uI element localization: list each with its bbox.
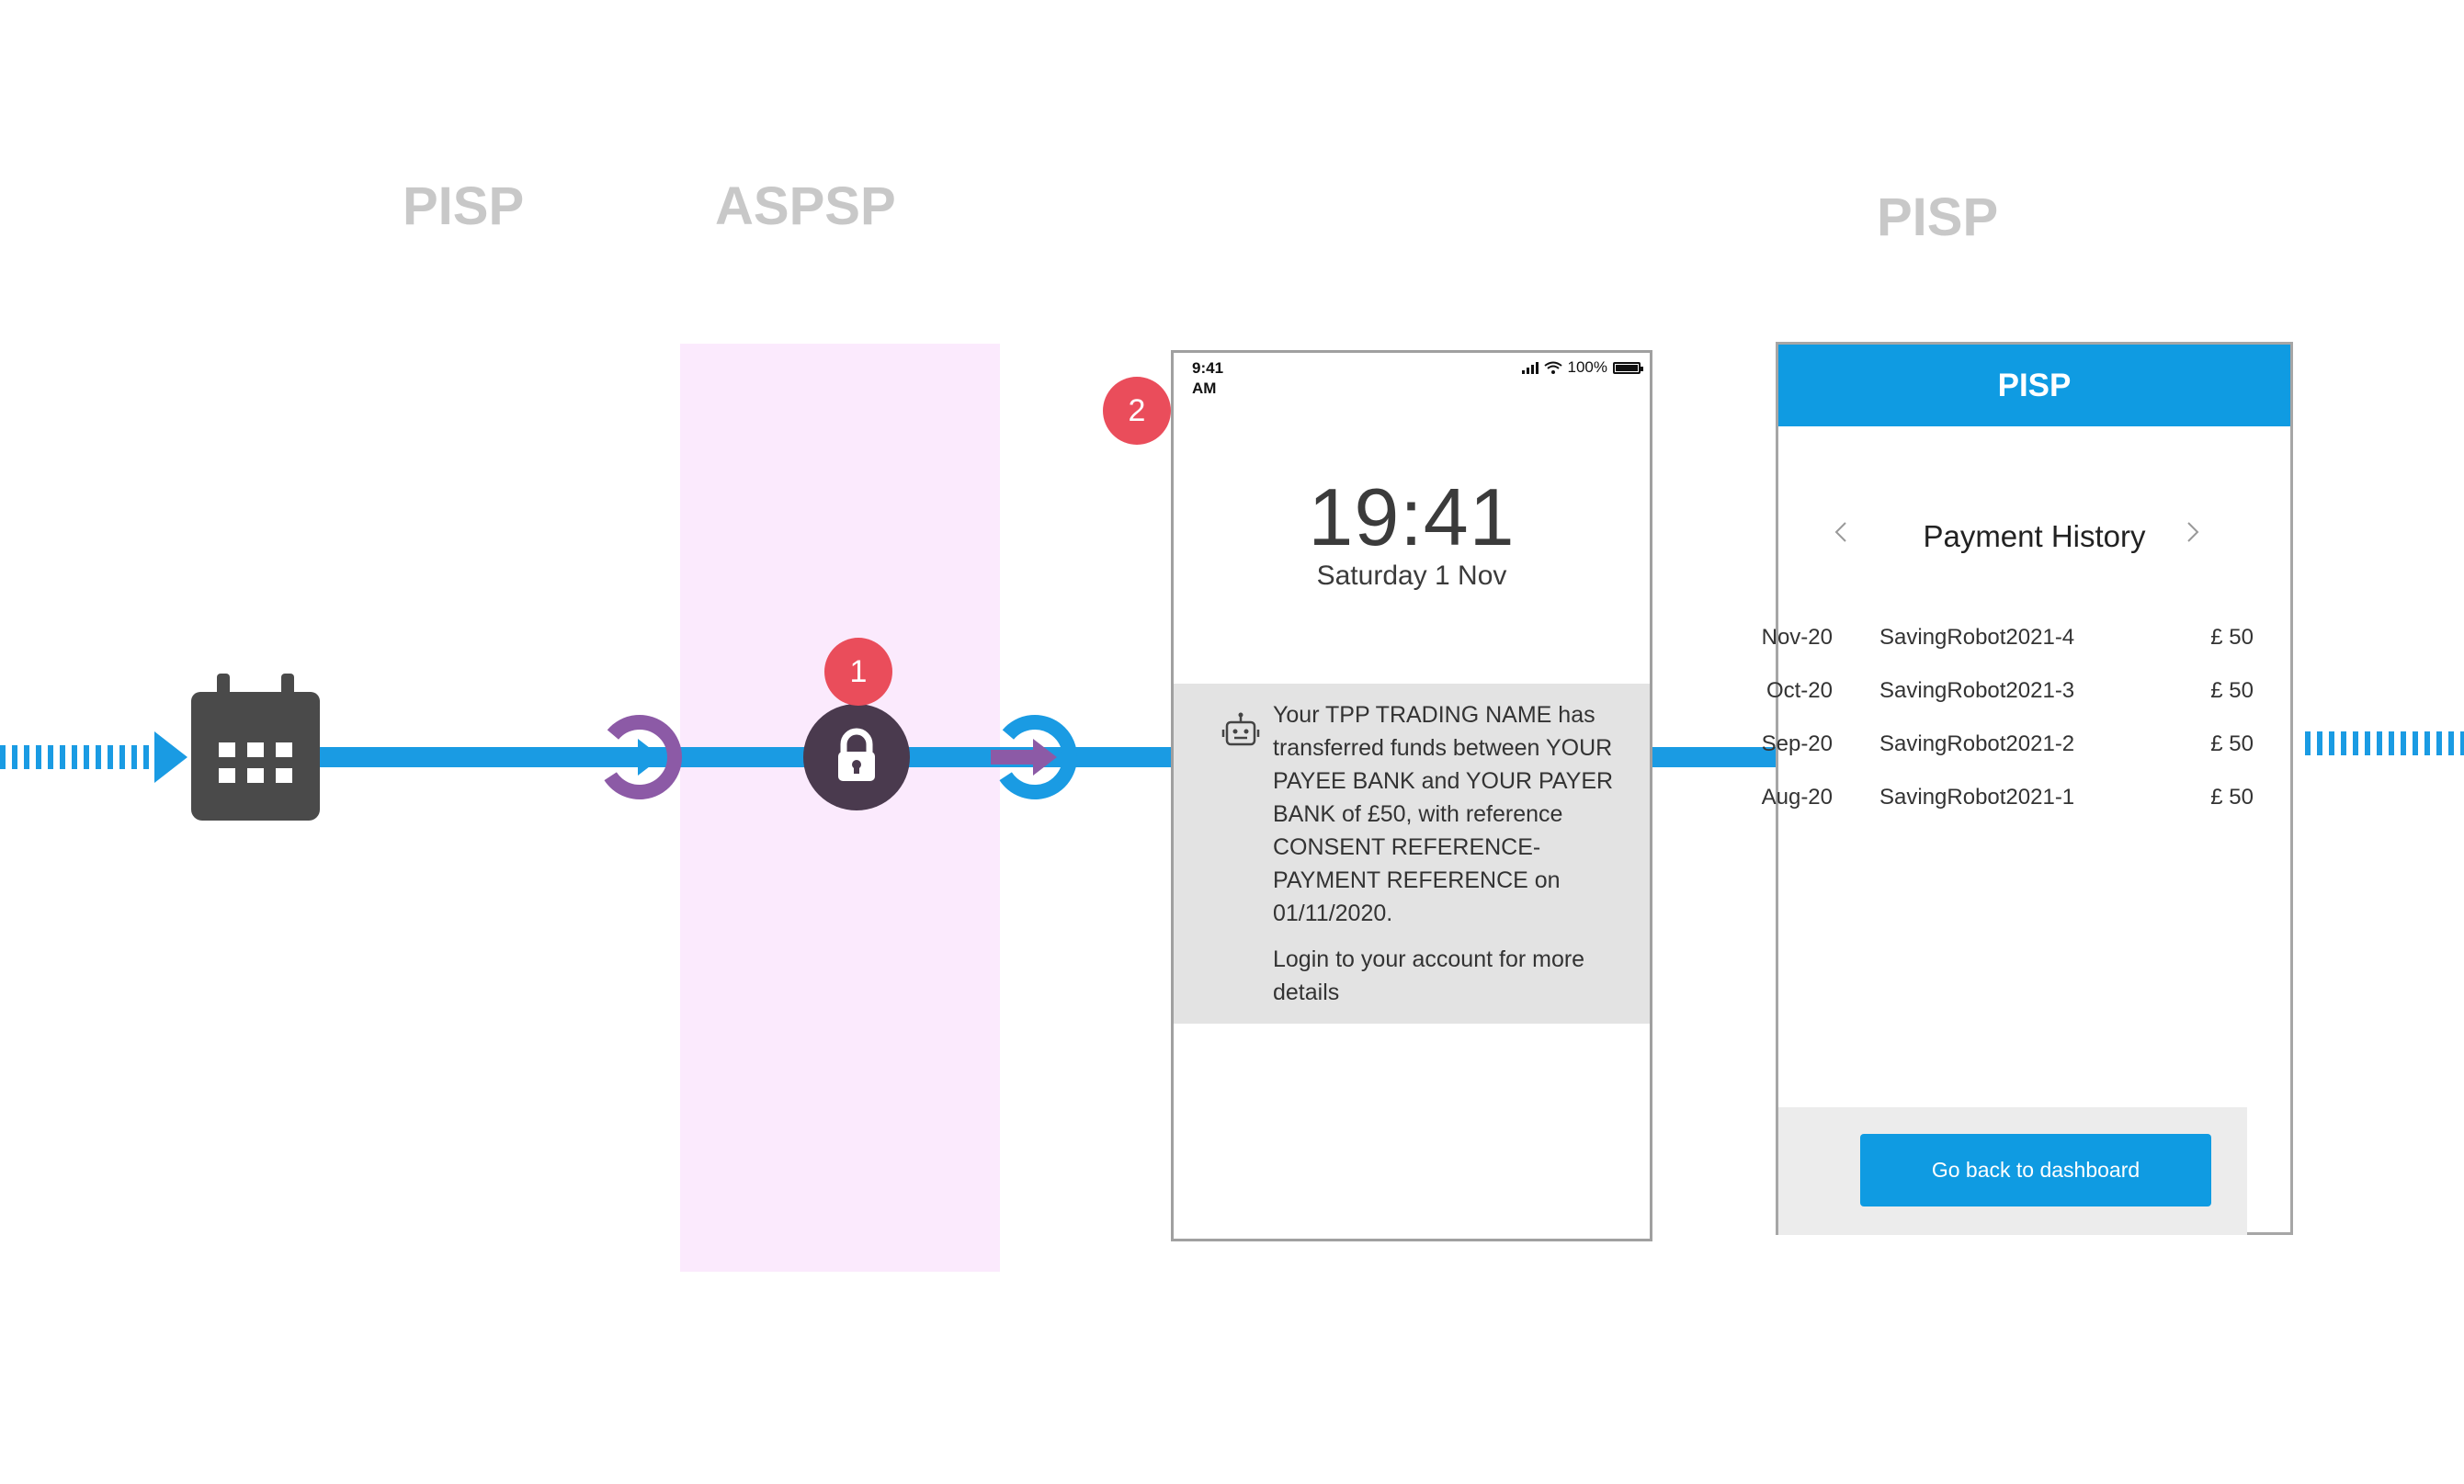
stage-label-aspsp: ASPSP [715, 176, 896, 236]
payment-name: SavingRobot2021-2 [1879, 731, 2075, 756]
notification-cta: Login to your account for more details [1273, 946, 1585, 1005]
flow-line-4 [1652, 747, 1776, 767]
payment-row[interactable]: Sep-20 SavingRobot2021-2 £ 50 [1762, 731, 2254, 785]
step-badge-1: 1 [824, 638, 892, 706]
flow-line-1 [312, 747, 643, 767]
payment-month: Oct-20 [1766, 678, 1833, 703]
payment-notification[interactable]: Your TPP TRADING NAME has transferred fu… [1174, 684, 1650, 1024]
payment-row[interactable]: Aug-20 SavingRobot2021-1 £ 50 [1762, 785, 2254, 838]
payment-amount: £ 50 [2210, 731, 2254, 756]
app-header: PISP [1778, 345, 2290, 426]
chevron-right-icon[interactable] [2181, 521, 2203, 543]
incoming-arrow-head [154, 731, 187, 783]
incoming-dashed-line [0, 745, 154, 769]
stage-label-pisp: PISP [403, 176, 525, 236]
signal-icon [1521, 361, 1539, 374]
payment-month: Aug-20 [1761, 785, 1833, 810]
payment-name: SavingRobot2021-3 [1879, 678, 2075, 703]
flow-line-3 [1048, 747, 1171, 767]
notification-text: Your TPP TRADING NAME has transferred fu… [1273, 698, 1631, 1022]
payment-name: SavingRobot2021-4 [1879, 625, 2075, 650]
phone-lock-screen: 9:41 AM 100% 19:41 Saturday 1 Nov Your T… [1171, 350, 1652, 1241]
payment-history-title: Payment History [1923, 519, 2146, 553]
notification-body: Your TPP TRADING NAME has transferred fu… [1273, 702, 1614, 926]
status-indicators: 100% [1521, 358, 1643, 377]
lock-icon [803, 704, 910, 810]
payment-month: Nov-20 [1761, 625, 1833, 650]
pisp-payment-history-screen: PISP Payment History Nov-20 SavingRobot2… [1762, 342, 2293, 1235]
wifi-icon [1543, 361, 1562, 374]
battery-percent: 100% [1567, 358, 1607, 376]
chevron-left-icon[interactable] [1831, 521, 1853, 543]
robot-icon [1221, 712, 1260, 746]
app-footer: Go back to dashboard [1778, 1107, 2247, 1235]
payment-month: Sep-20 [1761, 731, 1833, 756]
redirect-in-icon [991, 715, 1077, 799]
redirect-out-icon [596, 715, 682, 799]
payment-amount: £ 50 [2210, 678, 2254, 703]
payment-name: SavingRobot2021-1 [1879, 785, 2075, 810]
calendar-icon [191, 674, 320, 821]
status-time: 9:41 AM [1192, 359, 1224, 397]
payment-row[interactable]: Nov-20 SavingRobot2021-4 £ 50 [1762, 625, 2254, 678]
battery-icon [1613, 361, 1643, 374]
stage-label-pisp-right: PISP [1877, 187, 1999, 247]
lock-date: Saturday 1 Nov [1316, 561, 1507, 591]
lock-clock: 19:41 [1308, 471, 1516, 562]
step-badge-2: 2 [1103, 377, 1171, 445]
payment-amount: £ 50 [2210, 785, 2254, 810]
payment-list: Nov-20 SavingRobot2021-4 £ 50 Oct-20 Sav… [1762, 625, 2254, 838]
outgoing-dashed-line [2305, 731, 2464, 755]
payment-row[interactable]: Oct-20 SavingRobot2021-3 £ 50 [1766, 678, 2254, 731]
go-back-to-dashboard-button[interactable]: Go back to dashboard [1860, 1134, 2211, 1206]
payment-amount: £ 50 [2210, 625, 2254, 650]
